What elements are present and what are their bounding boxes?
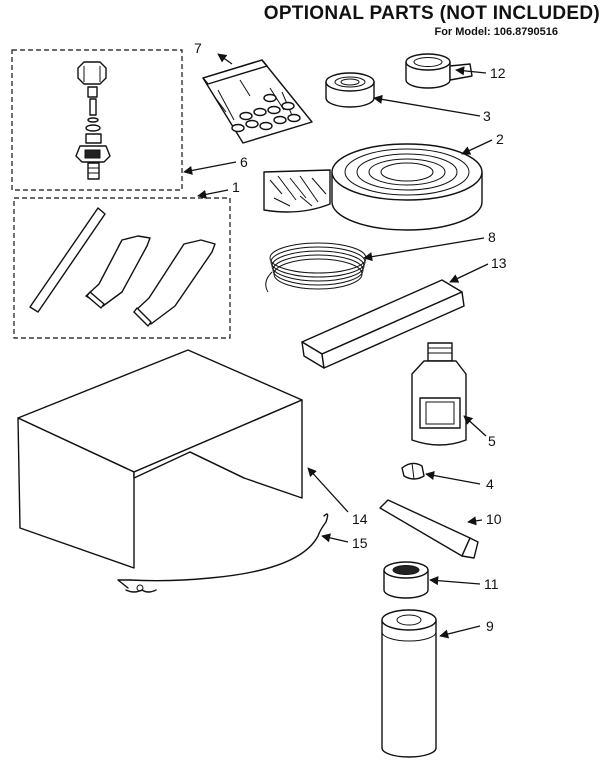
callout-8: 8 bbox=[488, 229, 496, 245]
part-2-foam-seal-roll bbox=[263, 143, 483, 231]
part-8-wire-coil bbox=[265, 242, 367, 293]
leader-2 bbox=[461, 139, 493, 155]
callout-numbers: 7 12 3 2 6 1 8 13 5 4 10 11 9 14 15 bbox=[194, 40, 507, 634]
callout-12: 12 bbox=[490, 65, 506, 81]
model-number: For Model: 106.8790516 bbox=[434, 26, 558, 38]
leader-10 bbox=[467, 516, 483, 526]
part-15-cord bbox=[117, 513, 329, 593]
leader-lines bbox=[183, 53, 493, 639]
part-13-foam-block bbox=[301, 279, 465, 369]
leader-5 bbox=[463, 415, 487, 437]
diagram-title: OPTIONAL PARTS (NOT INCLUDED) bbox=[263, 3, 600, 24]
leader-13 bbox=[449, 263, 489, 283]
part-5-bottle bbox=[411, 342, 467, 446]
callout-3: 3 bbox=[483, 108, 491, 124]
part-14-cover bbox=[17, 349, 303, 569]
callout-11: 11 bbox=[484, 576, 499, 592]
part-6-valve-kit bbox=[11, 49, 183, 191]
callout-6: 6 bbox=[240, 154, 248, 170]
part-4-capsule bbox=[401, 462, 425, 480]
leader-15 bbox=[321, 533, 349, 543]
callout-7: 7 bbox=[194, 40, 202, 56]
part-1-stick-and-tubes bbox=[13, 197, 231, 339]
leader-8 bbox=[363, 237, 485, 262]
part-9-spray-can bbox=[381, 609, 437, 758]
callout-10: 10 bbox=[486, 511, 502, 527]
callout-4: 4 bbox=[486, 476, 494, 492]
leader-12 bbox=[455, 66, 487, 76]
leader-6 bbox=[183, 161, 237, 175]
part-3-foam-tape bbox=[325, 72, 375, 108]
part-10-grease-tube bbox=[379, 499, 479, 559]
part-7-screw-bag bbox=[202, 59, 313, 144]
leader-14 bbox=[307, 467, 349, 513]
callout-13: 13 bbox=[491, 255, 507, 271]
callout-14: 14 bbox=[352, 511, 368, 527]
callout-2: 2 bbox=[496, 131, 504, 147]
leader-3 bbox=[373, 94, 481, 117]
part-11-tape-roll bbox=[383, 561, 429, 599]
callout-15: 15 bbox=[352, 535, 368, 551]
leader-1 bbox=[197, 189, 229, 199]
leader-11 bbox=[429, 576, 481, 586]
leader-7 bbox=[217, 53, 233, 65]
leader-4 bbox=[425, 471, 481, 485]
callout-5: 5 bbox=[488, 433, 496, 449]
callout-9: 9 bbox=[486, 618, 494, 634]
callout-1: 1 bbox=[232, 179, 240, 195]
leader-9 bbox=[439, 625, 481, 639]
